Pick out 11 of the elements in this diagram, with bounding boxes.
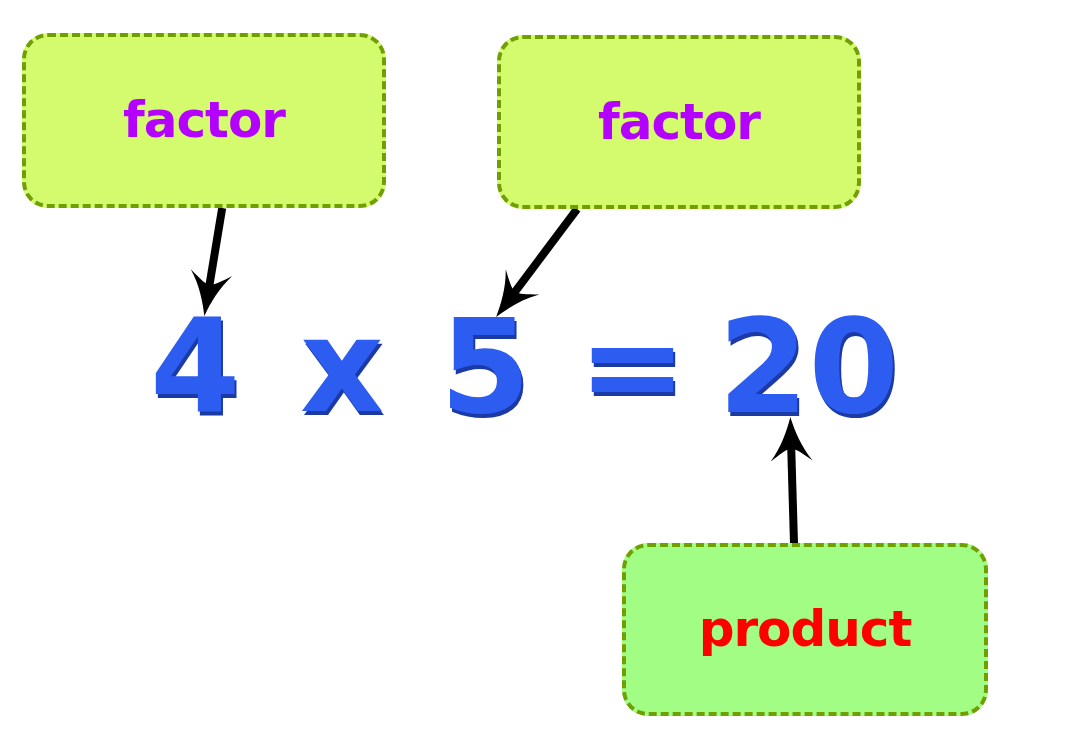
label-text: factor	[597, 94, 760, 150]
equation-number: 4	[150, 316, 241, 416]
label-text: product	[698, 602, 912, 657]
label-box	[622, 543, 988, 716]
label-box	[22, 33, 386, 208]
label-text: factor	[122, 93, 285, 148]
equation-number: 5	[440, 317, 531, 417]
equation-number: 20	[718, 317, 899, 417]
equals-sign: =	[578, 316, 687, 416]
times-sign: x	[300, 316, 384, 416]
label-box	[497, 35, 861, 209]
